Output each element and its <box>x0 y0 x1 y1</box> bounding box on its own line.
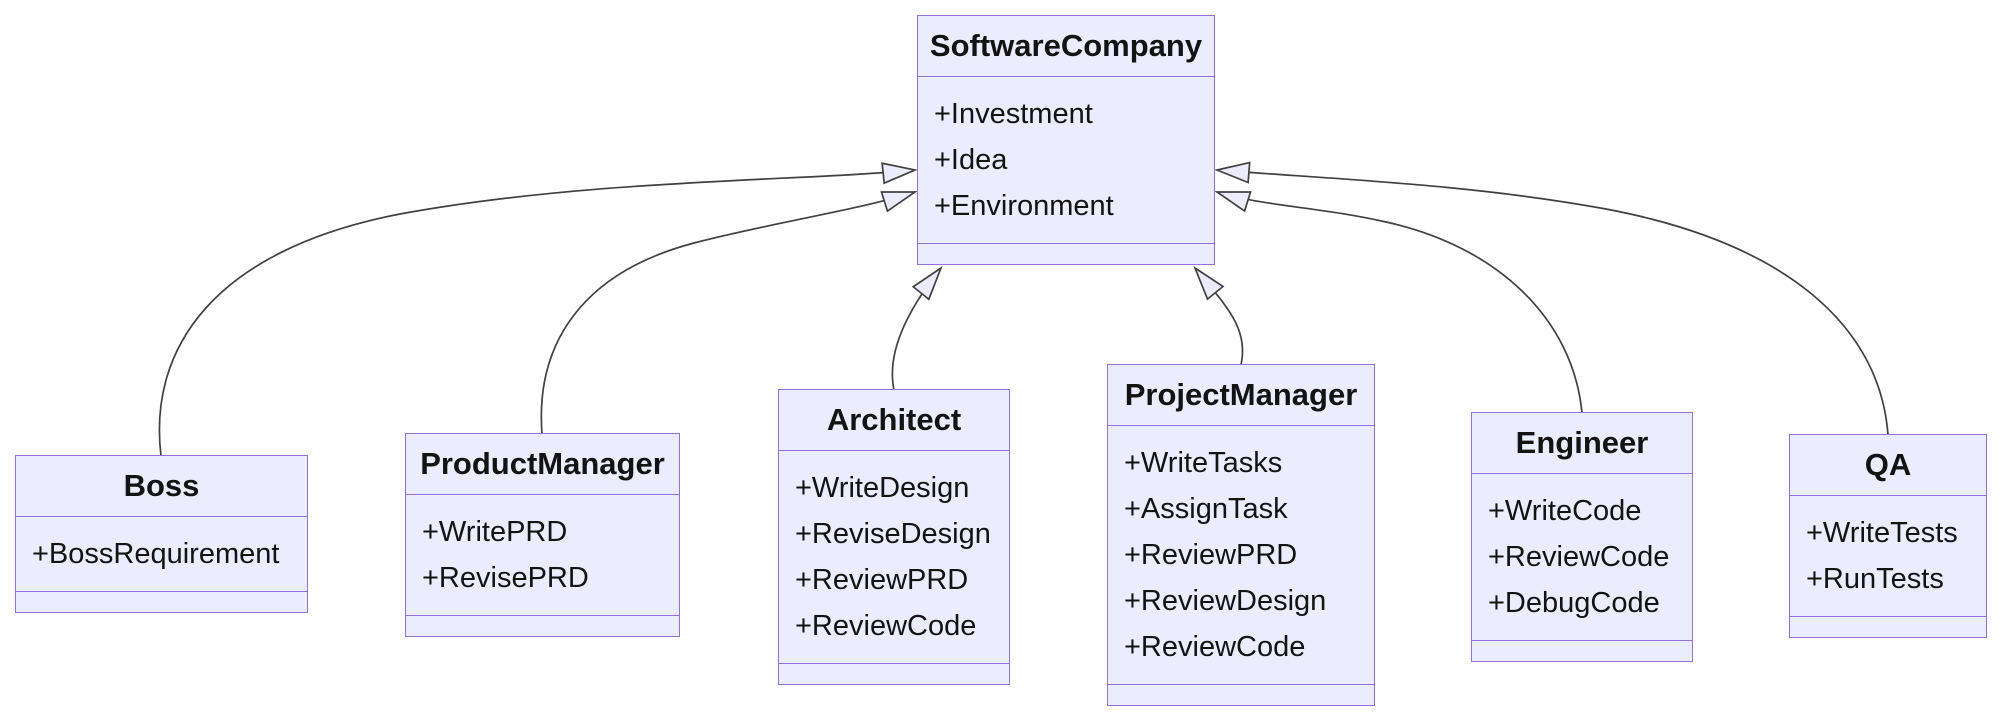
inheritance-arrow-qa-to-softwarecompany <box>1217 170 1889 436</box>
class-attribute: +WritePRD <box>422 516 568 548</box>
class-methods-empty <box>16 591 307 612</box>
inheritance-arrow-boss-to-softwarecompany <box>158 170 915 457</box>
class-attribute: +ReviewPRD <box>1124 539 1298 571</box>
class-attribute: +ReviewPRD <box>795 564 969 596</box>
class-title: Engineer <box>1472 413 1692 474</box>
class-attributes: +WriteCode +ReviewCode +DebugCode <box>1472 474 1692 640</box>
class-title: ProductManager <box>406 434 679 495</box>
class-title: Boss <box>16 456 307 517</box>
inheritance-arrow-productmanager-to-softwarecompany <box>540 192 915 435</box>
class-qa: QA +WriteTests +RunTests <box>1789 434 1987 638</box>
class-methods-empty <box>1790 616 1986 637</box>
class-methods-empty <box>1108 684 1374 705</box>
class-attribute: +BossRequirement <box>32 538 280 570</box>
class-softwarecompany: SoftwareCompany +Investment +Idea +Envir… <box>917 15 1215 265</box>
class-methods-empty <box>406 615 679 636</box>
class-attribute: +ReviseDesign <box>795 518 991 550</box>
class-attributes: +WriteTests +RunTests <box>1790 496 1986 616</box>
class-title: ProjectManager <box>1108 365 1374 426</box>
class-methods-empty <box>779 663 1009 684</box>
class-attributes: +WriteTasks +AssignTask +ReviewPRD +Revi… <box>1108 426 1374 684</box>
class-attribute: +ReviewCode <box>795 610 977 642</box>
class-attribute: +Idea <box>934 144 1008 176</box>
class-productmanager: ProductManager +WritePRD +RevisePRD <box>405 433 680 637</box>
inheritance-arrow-engineer-to-softwarecompany <box>1217 192 1583 414</box>
class-attribute: +DebugCode <box>1488 587 1660 619</box>
class-attribute: +WriteCode <box>1488 495 1642 527</box>
class-attribute: +WriteDesign <box>795 472 970 504</box>
class-attribute: +RunTests <box>1806 563 1944 595</box>
class-attribute: +ReviewCode <box>1488 541 1670 573</box>
class-attributes: +Investment +Idea +Environment <box>918 77 1214 243</box>
class-methods-empty <box>1472 640 1692 661</box>
class-engineer: Engineer +WriteCode +ReviewCode +DebugCo… <box>1471 412 1693 662</box>
inheritance-arrow-architect-to-softwarecompany <box>891 268 941 391</box>
class-boss: Boss +BossRequirement <box>15 455 308 613</box>
class-architect: Architect +WriteDesign +ReviseDesign +Re… <box>778 389 1010 685</box>
class-attributes: +WritePRD +RevisePRD <box>406 495 679 615</box>
class-attribute: +ReviewDesign <box>1124 585 1327 617</box>
class-title: QA <box>1790 435 1986 496</box>
class-attribute: +RevisePRD <box>422 562 589 594</box>
class-attribute: +WriteTasks <box>1124 447 1283 479</box>
class-projectmanager: ProjectManager +WriteTasks +AssignTask +… <box>1107 364 1375 706</box>
class-attribute: +ReviewCode <box>1124 631 1306 663</box>
class-attribute: +AssignTask <box>1124 493 1288 525</box>
class-attribute: +Investment <box>934 98 1093 130</box>
inheritance-arrow-projectmanager-to-softwarecompany <box>1195 268 1244 366</box>
class-title: SoftwareCompany <box>918 16 1214 77</box>
class-attribute: +Environment <box>934 190 1114 222</box>
class-title: Architect <box>779 390 1009 451</box>
class-methods-empty <box>918 243 1214 264</box>
class-attribute: +WriteTests <box>1806 517 1958 549</box>
class-attributes: +BossRequirement <box>16 517 307 591</box>
class-attributes: +WriteDesign +ReviseDesign +ReviewPRD +R… <box>779 451 1009 663</box>
